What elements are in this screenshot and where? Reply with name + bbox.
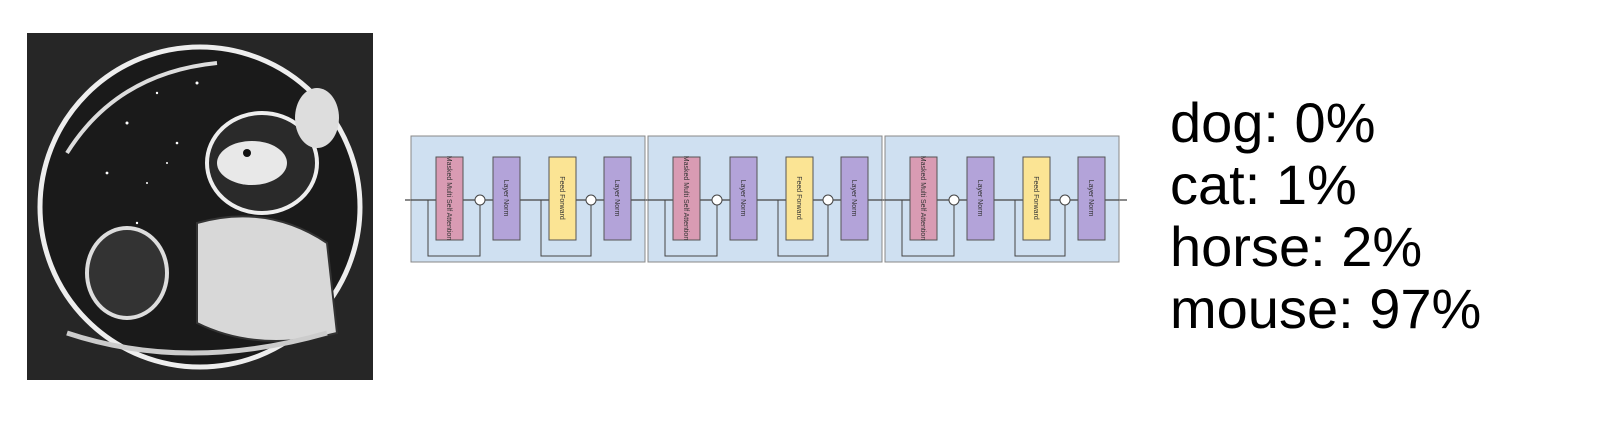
residual-connection bbox=[664, 200, 718, 257]
layer-box bbox=[1022, 156, 1051, 241]
layer-label: Masked Multi Self Attention bbox=[919, 156, 926, 241]
residual-add-icon bbox=[474, 194, 486, 206]
prediction-mouse: mouse: 97% bbox=[1170, 277, 1482, 340]
layer-label: Layer Norm bbox=[613, 180, 620, 217]
layer-box bbox=[729, 156, 758, 241]
transformer-diagram: Masked Multi Self Attention Layer Norm Fee… bbox=[405, 135, 1127, 263]
layer-box bbox=[435, 156, 464, 241]
prediction-cat: cat: 1% bbox=[1170, 153, 1357, 216]
layer-label: Layer Norm bbox=[1087, 180, 1094, 217]
residual-connection bbox=[901, 200, 955, 257]
layer-label: Layer Norm bbox=[850, 180, 857, 217]
layer-label: Masked Multi Self Attention bbox=[682, 156, 689, 241]
layer-label: Feed Forward bbox=[558, 176, 565, 220]
layer-box bbox=[785, 156, 814, 241]
layer-label: Layer Norm bbox=[502, 180, 509, 217]
mouse-astronaut-illustration bbox=[27, 33, 373, 380]
residual-add-icon bbox=[711, 194, 723, 206]
layer-label: Layer Norm bbox=[739, 180, 746, 217]
residual-connection bbox=[777, 200, 829, 257]
transformer-block: Masked Multi Self Attention Layer Norm Fee… bbox=[884, 135, 1120, 263]
layer-box bbox=[548, 156, 577, 241]
layer-box bbox=[492, 156, 521, 241]
prediction-dog: dog: 0% bbox=[1170, 91, 1376, 154]
layer-label: Masked Multi Self Attention bbox=[445, 156, 452, 241]
residual-add-icon bbox=[822, 194, 834, 206]
residual-add-icon bbox=[585, 194, 597, 206]
prediction-list: dog: 0% cat: 1% horse: 2% mouse: 97% bbox=[1170, 92, 1481, 340]
layer-box bbox=[966, 156, 995, 241]
residual-connection bbox=[427, 200, 481, 257]
residual-add-icon bbox=[1059, 194, 1071, 206]
layer-box bbox=[909, 156, 938, 241]
residual-add-icon bbox=[948, 194, 960, 206]
layer-box bbox=[840, 156, 869, 241]
residual-connection bbox=[540, 200, 592, 257]
layer-label: Layer Norm bbox=[976, 180, 983, 217]
layer-box bbox=[1077, 156, 1106, 241]
residual-connection bbox=[1014, 200, 1066, 257]
layer-box bbox=[603, 156, 632, 241]
layer-label: Feed Forward bbox=[1032, 176, 1039, 220]
layer-label: Feed Forward bbox=[795, 176, 802, 220]
layer-box bbox=[672, 156, 701, 241]
transformer-block: Masked Multi Self Attention Layer Norm Fee… bbox=[410, 135, 646, 263]
transformer-block: Masked Multi Self Attention Layer Norm Fee… bbox=[647, 135, 883, 263]
prediction-horse: horse: 2% bbox=[1170, 215, 1423, 278]
